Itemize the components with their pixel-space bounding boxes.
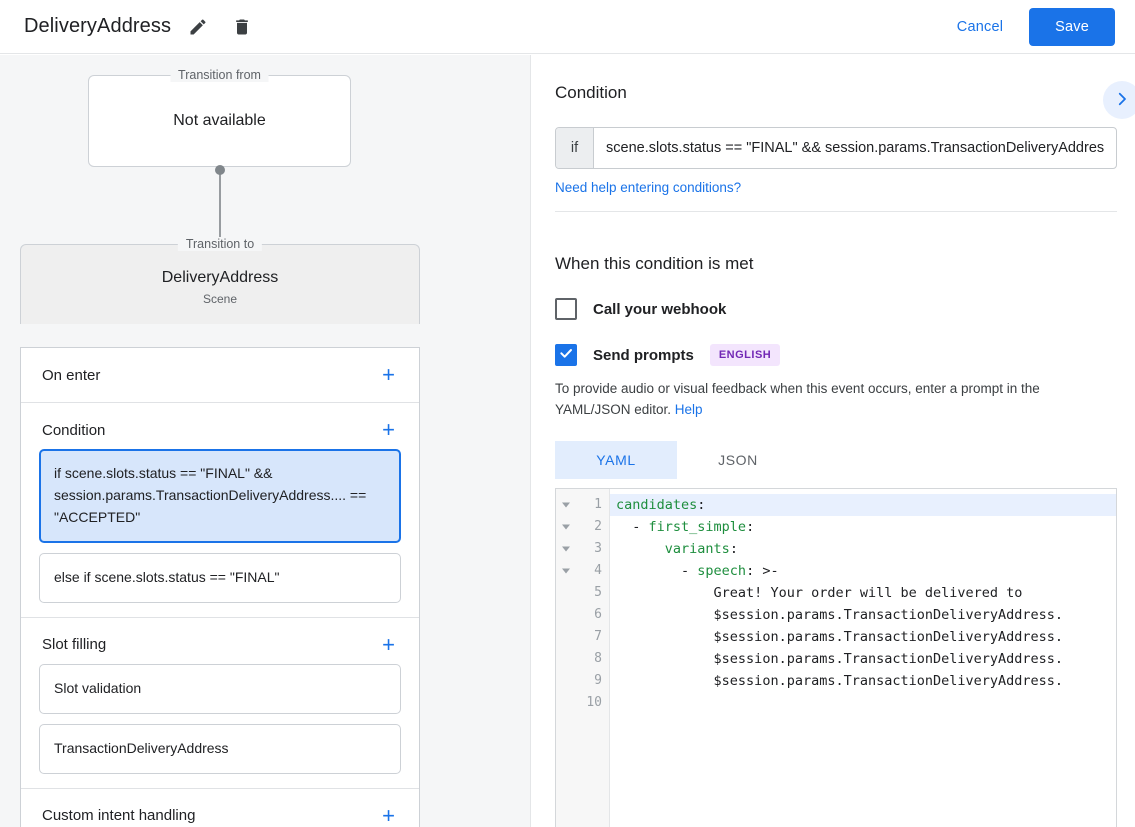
line-number: 8	[594, 651, 602, 667]
add-on-enter-button[interactable]: +	[378, 364, 399, 386]
condition-input-row[interactable]: if scene.slots.status == "FINAL" && sess…	[555, 127, 1117, 169]
code-line[interactable]: variants:	[664, 540, 738, 557]
condition-expression-input[interactable]: scene.slots.status == "FINAL" && session…	[606, 140, 1105, 156]
section-header[interactable]: Slot filling +	[21, 618, 419, 664]
prompts-help-link[interactable]: Help	[674, 401, 703, 417]
fold-arrow-icon[interactable]	[562, 524, 570, 530]
line-number: 6	[594, 607, 602, 623]
line-number: 2	[556, 516, 609, 538]
fold-arrow-icon[interactable]	[562, 502, 570, 508]
section-title: Slot filling	[42, 636, 107, 654]
line-number: 4	[556, 560, 609, 582]
line-number: 1	[556, 494, 609, 516]
section-title: Custom intent handling	[42, 807, 196, 825]
section-header[interactable]: Condition +	[21, 403, 419, 449]
section-header[interactable]: On enter +	[21, 348, 419, 402]
section-divider	[555, 211, 1117, 212]
transition-to-name: DeliveryAddress	[161, 269, 279, 286]
condition-list: if scene.slots.status == "FINAL" && sess…	[21, 449, 419, 617]
when-met-heading: When this condition is met	[555, 254, 754, 273]
section-custom-intent-handling: Custom intent handling +	[21, 787, 419, 827]
call-webhook-label: Call your webhook	[593, 300, 727, 318]
check-icon	[558, 345, 574, 366]
line-number: 5	[594, 585, 602, 601]
transition-to-type: Scene	[202, 292, 238, 306]
section-on-enter: On enter +	[21, 347, 419, 402]
condition-item-selected[interactable]: if scene.slots.status == "FINAL" && sess…	[39, 449, 401, 543]
condition-block: Condition if scene.slots.status == "FINA…	[531, 55, 1135, 228]
fold-arrow-icon[interactable]	[562, 568, 570, 574]
transition-from-legend: Transition from	[170, 68, 269, 82]
code-line[interactable]: - speech: >-	[616, 562, 779, 579]
scene-sections: On enter + Condition + if scene.slots.st…	[20, 347, 420, 827]
line-number: 10	[586, 695, 602, 711]
code-line[interactable]: candidates:	[610, 493, 1116, 516]
slot-item[interactable]: TransactionDeliveryAddress	[39, 723, 401, 774]
cancel-button[interactable]: Cancel	[945, 11, 1015, 43]
transition-to-legend: Transition to	[177, 237, 263, 251]
save-button[interactable]: Save	[1029, 7, 1115, 46]
condition-help-link[interactable]: Need help entering conditions?	[555, 180, 742, 195]
line-number: 3	[556, 538, 609, 560]
delete-button[interactable]	[225, 10, 259, 44]
code-line[interactable]: $session.params.TransactionDeliveryAddre…	[713, 672, 1064, 689]
chevron-right-icon	[1113, 90, 1131, 111]
trash-icon	[232, 17, 252, 37]
condition-if-label: if	[556, 128, 594, 168]
transition-from-value: Not available	[173, 112, 266, 129]
send-prompts-label: Send prompts	[593, 346, 694, 364]
expand-panel-button[interactable]	[1103, 81, 1135, 119]
language-badge: ENGLISH	[709, 344, 781, 366]
line-number: 9	[594, 673, 602, 689]
line-number: 7	[594, 629, 602, 645]
top-toolbar: DeliveryAddress Cancel Save	[0, 0, 1135, 54]
condition-heading: Condition	[555, 83, 627, 102]
edit-button[interactable]	[181, 10, 215, 44]
code-line[interactable]: - first_simple:	[616, 518, 755, 535]
transition-to-card[interactable]: Transition to DeliveryAddress Scene	[20, 237, 420, 324]
pencil-icon	[188, 17, 208, 37]
prompts-description-text: To provide audio or visual feedback when…	[555, 381, 1040, 417]
editor-format-tabs: YAML JSON	[555, 440, 1111, 479]
slot-validation-item[interactable]: Slot validation	[39, 663, 401, 714]
code-line[interactable]: $session.params.TransactionDeliveryAddre…	[713, 606, 1064, 623]
code-line[interactable]: $session.params.TransactionDeliveryAddre…	[713, 650, 1064, 667]
left-panel: Transition from Not available Transition…	[0, 55, 530, 827]
call-webhook-checkbox[interactable]	[555, 298, 577, 320]
section-title: On enter	[42, 366, 101, 384]
panel-divider	[530, 55, 531, 827]
section-title: Condition	[42, 421, 106, 439]
when-condition-met-block: When this condition is met Call your web…	[531, 228, 1135, 827]
topbar-actions: Cancel Save	[945, 7, 1115, 46]
section-slot-filling: Slot filling + Slot validation Transacti…	[21, 616, 419, 788]
code-line[interactable]: Great! Your order will be delivered to	[713, 584, 1023, 601]
code-line[interactable]: $session.params.TransactionDeliveryAddre…	[713, 628, 1064, 645]
transition-from-card[interactable]: Transition from Not available	[88, 68, 351, 167]
prompts-description: To provide audio or visual feedback when…	[555, 379, 1111, 421]
tab-json[interactable]: JSON	[677, 441, 799, 479]
add-custom-intent-button[interactable]: +	[378, 804, 399, 827]
add-condition-button[interactable]: +	[378, 419, 399, 441]
webhook-row[interactable]: Call your webhook	[555, 298, 1111, 320]
send-prompts-row[interactable]: Send prompts ENGLISH	[555, 344, 1111, 366]
tab-yaml[interactable]: YAML	[555, 440, 677, 479]
fold-arrow-icon[interactable]	[562, 546, 570, 552]
add-slot-filling-button[interactable]: +	[378, 633, 399, 656]
editor-code-area[interactable]: candidates: - first_simple: variants: - …	[610, 489, 1116, 827]
page-title: DeliveryAddress	[24, 15, 172, 37]
section-condition: Condition + if scene.slots.status == "FI…	[21, 402, 419, 617]
code-line[interactable]	[610, 692, 1116, 714]
send-prompts-checkbox[interactable]	[555, 344, 577, 366]
right-panel: Condition if scene.slots.status == "FINA…	[531, 55, 1135, 827]
slot-filling-list: Slot validation TransactionDeliveryAddre…	[21, 663, 419, 788]
condition-item[interactable]: else if scene.slots.status == "FINAL"	[39, 552, 401, 603]
section-header[interactable]: Custom intent handling +	[21, 789, 419, 827]
